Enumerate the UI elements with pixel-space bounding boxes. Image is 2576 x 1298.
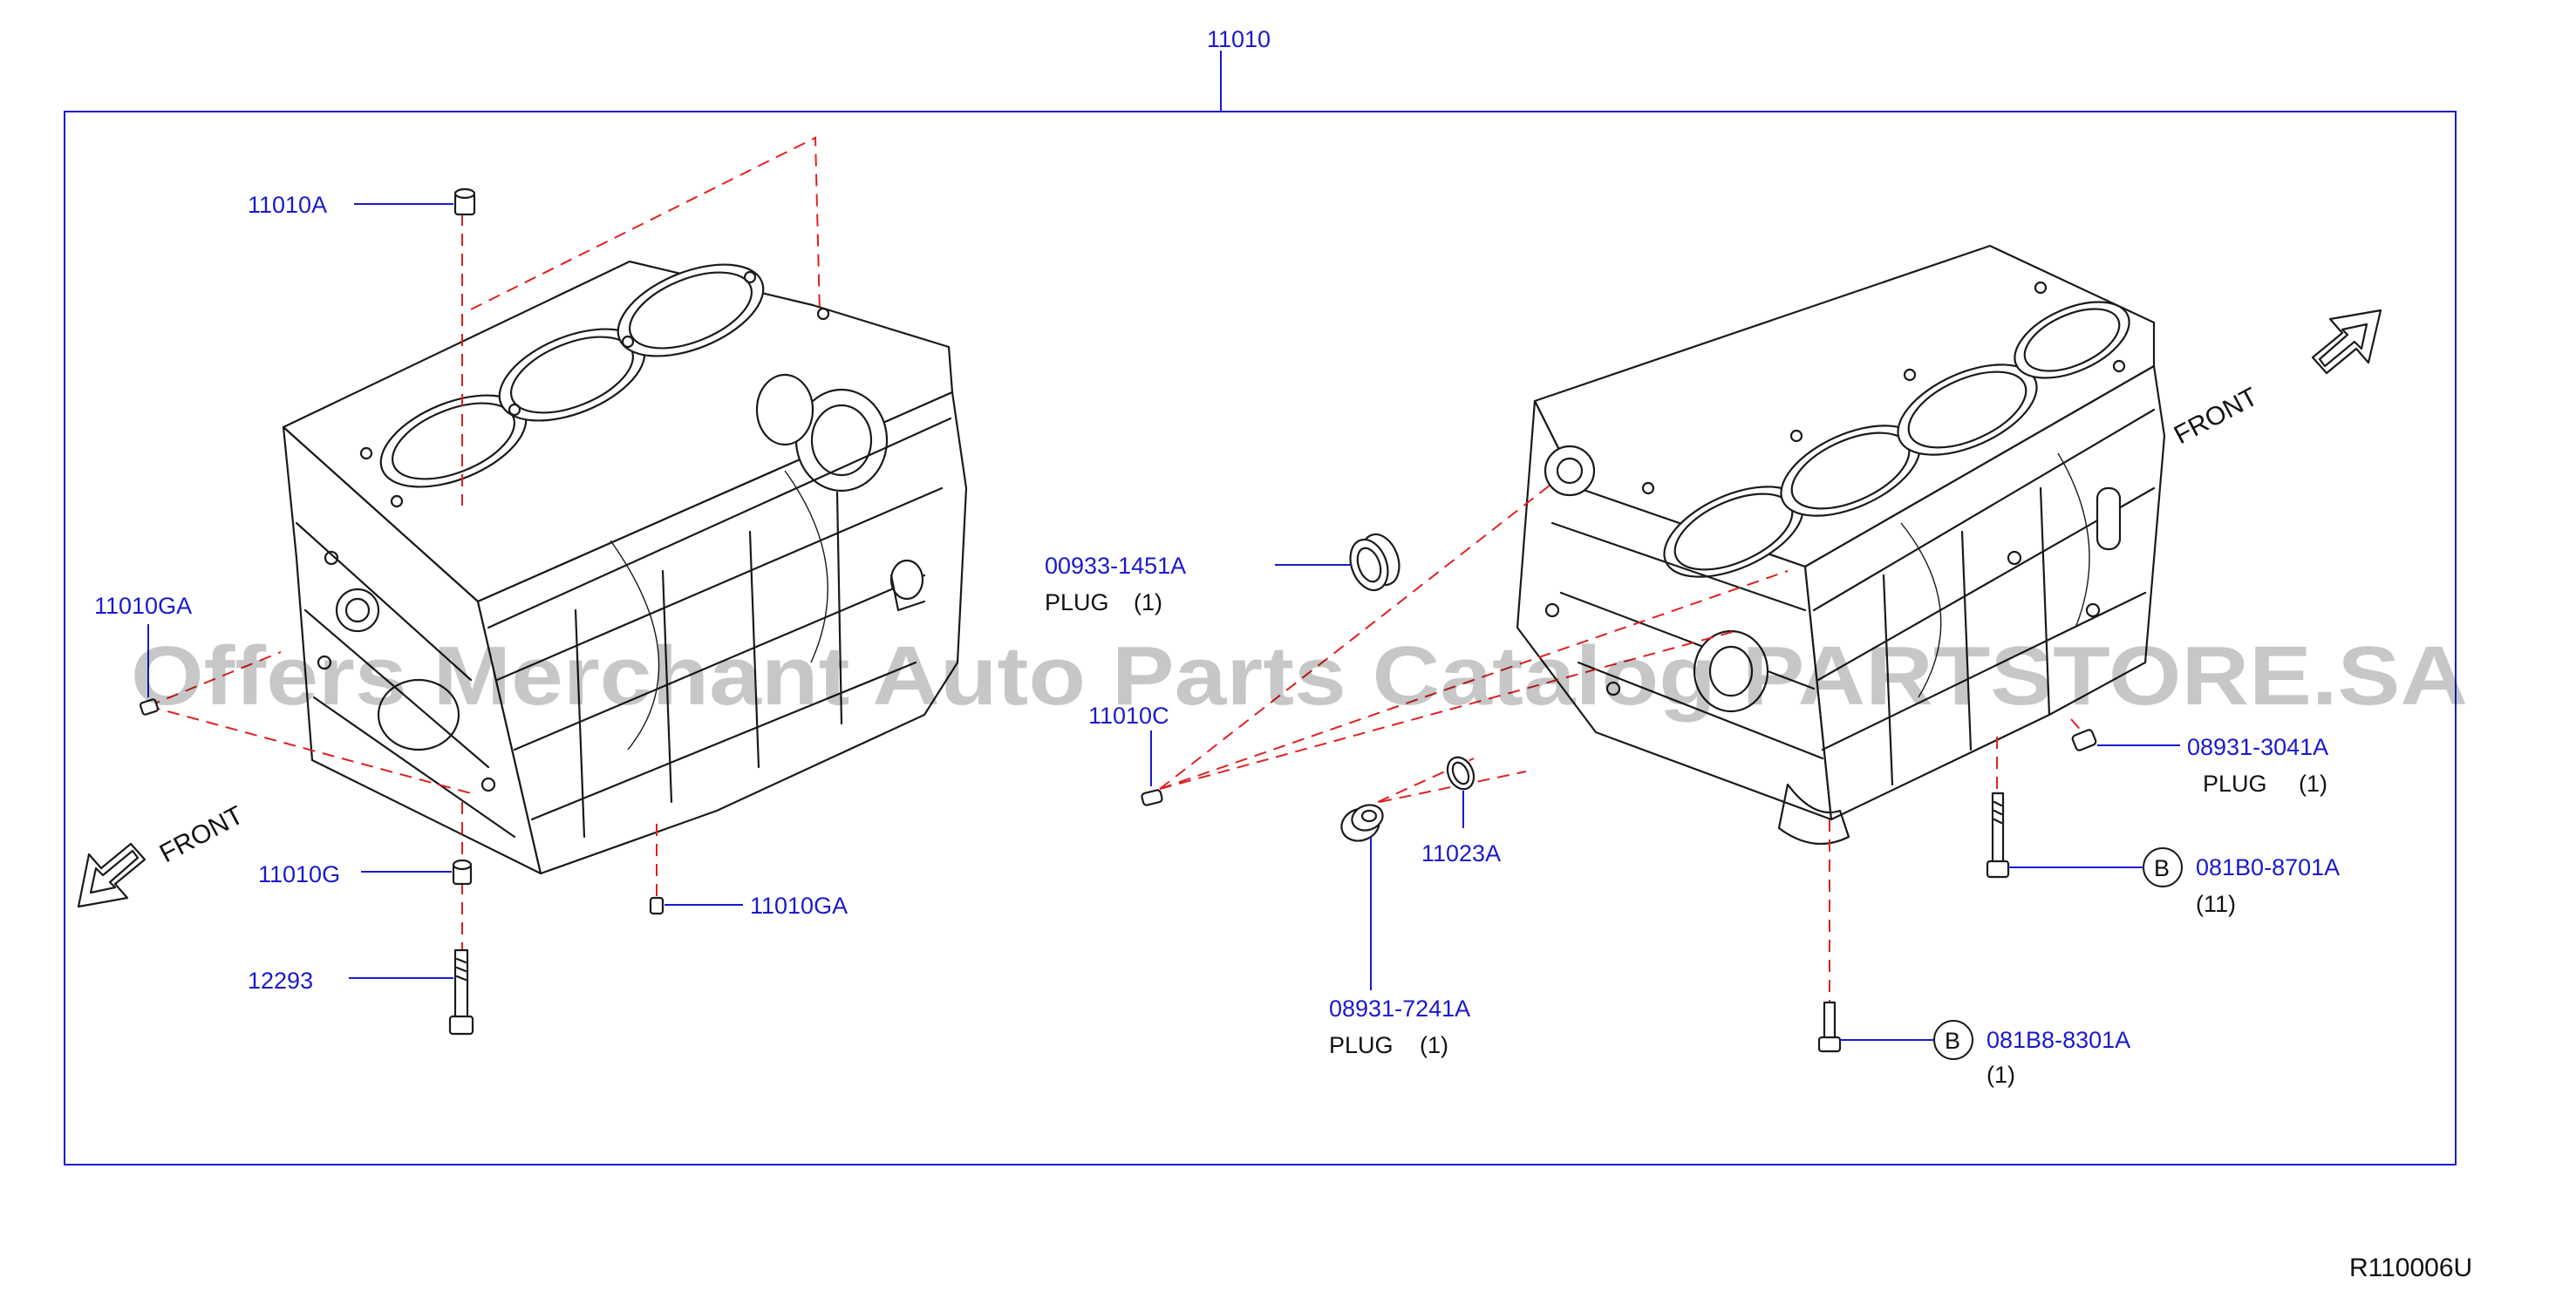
dowel-11010ga-left-part[interactable] (139, 698, 160, 716)
callout-11010ga-left[interactable]: 11010GA (94, 593, 192, 619)
right-bore-4 (2014, 301, 2130, 379)
callout-11010a[interactable]: 11010A (248, 192, 327, 218)
dowel-11010ga-left-guide (147, 705, 472, 794)
watermark-text: Offers Merchant Auto Parts Catalog PARTS… (131, 629, 2468, 723)
bolt-081b0-8701a-part[interactable] (1986, 792, 2010, 879)
bolt-081b8-8301a-part[interactable] (1817, 1001, 1842, 1053)
callout-08931-3041-qty: (1) (2299, 771, 2327, 797)
callout-081b0-qty: (11) (2196, 891, 2236, 917)
callout-08931-3041-desc: PLUG (2203, 771, 2267, 797)
front-label-right: FRONT (2170, 383, 2263, 451)
plug-08931-3041a-part[interactable] (2071, 729, 2097, 751)
callout-081b8-8301a[interactable]: 081B8-8301A (1987, 1027, 2130, 1053)
dowel-11010g-part[interactable] (452, 859, 473, 886)
cylinder-block-left-view (282, 260, 968, 875)
dowel-11010c-part[interactable] (1141, 789, 1163, 806)
front-label-left: FRONT (155, 801, 249, 869)
front-arrow-right-icon (2311, 309, 2382, 375)
right-bore-3 (1897, 364, 2038, 456)
callout-11010c[interactable]: 11010C (1088, 703, 1169, 729)
callout-08931-3041a[interactable]: 08931-3041A (2187, 734, 2328, 760)
marker-b-circle-081b8 (1933, 1020, 1973, 1060)
plug-00933-1451a-part[interactable] (1344, 529, 1406, 595)
plug-08931-7241-guide (1379, 771, 1527, 803)
bolt-12293-part[interactable] (448, 948, 474, 1036)
marker-b-081b8: B (1945, 1028, 1960, 1054)
left-block-front-face (282, 425, 542, 875)
callout-12293[interactable]: 12293 (248, 968, 313, 994)
callout-00933-1451a[interactable]: 00933-1451A (1045, 553, 1186, 579)
dowel-11010ga-bottom-part[interactable] (649, 896, 664, 915)
callout-00933-desc: PLUG (1045, 589, 1109, 615)
plug-00933-guide (1159, 481, 1555, 790)
callout-08931-7241-desc: PLUG (1329, 1032, 1394, 1058)
callout-08931-7241a[interactable]: 08931-7241A (1329, 996, 1470, 1022)
right-block-side-face (1803, 364, 2166, 821)
callout-11010g[interactable]: 11010G (258, 861, 340, 887)
assembly-number[interactable]: 11010 (1207, 26, 1271, 52)
assembly-frame (64, 111, 2457, 1165)
left-top-guide (470, 136, 821, 315)
callout-00933-qty: (1) (1134, 589, 1162, 615)
oring-11023a-part[interactable] (1442, 753, 1478, 793)
marker-b-081b0: B (2154, 855, 2170, 881)
callout-08931-7241-qty: (1) (1420, 1032, 1448, 1058)
callout-081b8-qty: (1) (1987, 1062, 2015, 1088)
left-bore-3 (617, 263, 765, 357)
diagram-reference-code: R110006U (2349, 1254, 2472, 1282)
plug-08931-7241a-part[interactable] (1337, 801, 1387, 846)
callout-11023a[interactable]: 11023A (1421, 840, 1501, 866)
callout-081b0-8701a[interactable]: 081B0-8701A (2196, 854, 2340, 880)
cylinder-block-right-view (1516, 244, 2166, 846)
front-arrow-left-icon (77, 842, 147, 908)
marker-b-circle-081b0 (2143, 847, 2183, 887)
dowel-11010a-part[interactable] (453, 187, 476, 216)
callout-11010ga-bottom[interactable]: 11010GA (750, 893, 848, 919)
left-block-side-face (476, 391, 968, 875)
